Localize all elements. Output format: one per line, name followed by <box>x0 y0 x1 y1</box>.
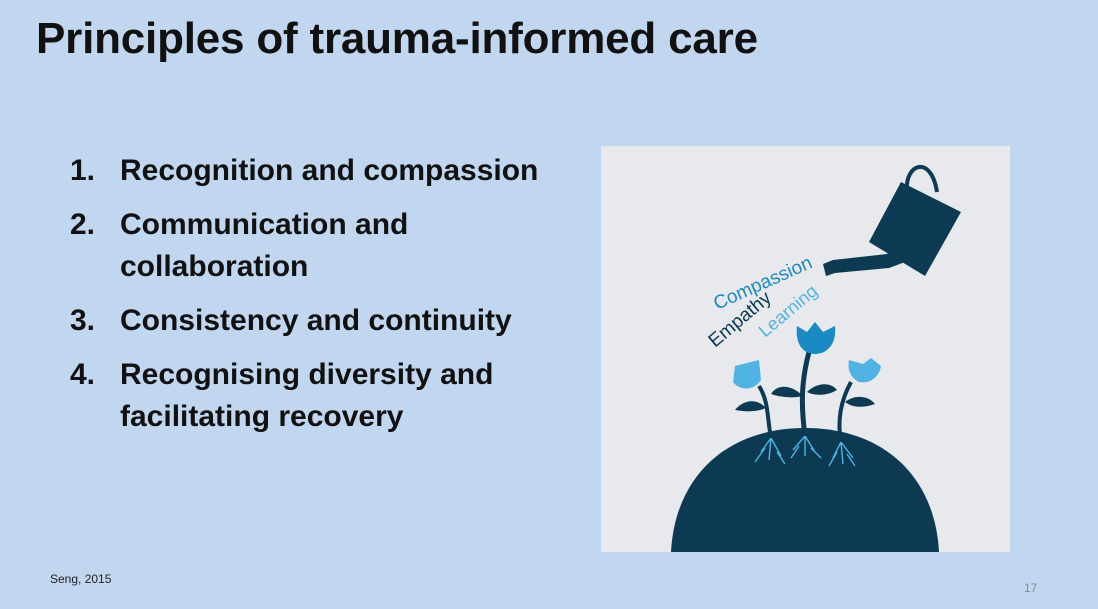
slide-title: Principles of trauma-informed care <box>36 14 758 63</box>
principle-number: 2. <box>70 208 96 241</box>
flower-left <box>733 360 773 439</box>
principle-number: 4. <box>70 358 96 391</box>
roots <box>754 435 856 467</box>
watering-can-icon <box>823 165 961 276</box>
principle-text: Recognising diversity and facilitating r… <box>120 358 494 433</box>
principle-item: 1. Recognition and compassion <box>70 150 540 192</box>
principle-item: 3. Consistency and continuity <box>70 300 540 342</box>
hill-shape <box>671 428 939 552</box>
slide-number: 17 <box>1024 581 1038 595</box>
principle-item: 2. Communication and collaboration <box>70 204 540 288</box>
principle-text: Consistency and continuity <box>120 304 512 337</box>
principle-number: 1. <box>70 154 96 187</box>
watering-can-flowers-illustration: Compassion Empathy Learning <box>601 146 1010 552</box>
flower-center <box>771 322 837 437</box>
principle-text: Communication and collaboration <box>120 208 409 283</box>
principle-item: 4. Recognising diversity and facilitatin… <box>70 354 540 438</box>
principles-list: 1. Recognition and compassion 2. Communi… <box>70 150 540 450</box>
citation: Seng, 2015 <box>50 572 112 586</box>
principle-text: Recognition and compassion <box>120 154 539 187</box>
principle-number: 3. <box>70 304 96 337</box>
flower-right <box>837 358 881 443</box>
illustration-svg: Compassion Empathy Learning <box>671 165 961 552</box>
